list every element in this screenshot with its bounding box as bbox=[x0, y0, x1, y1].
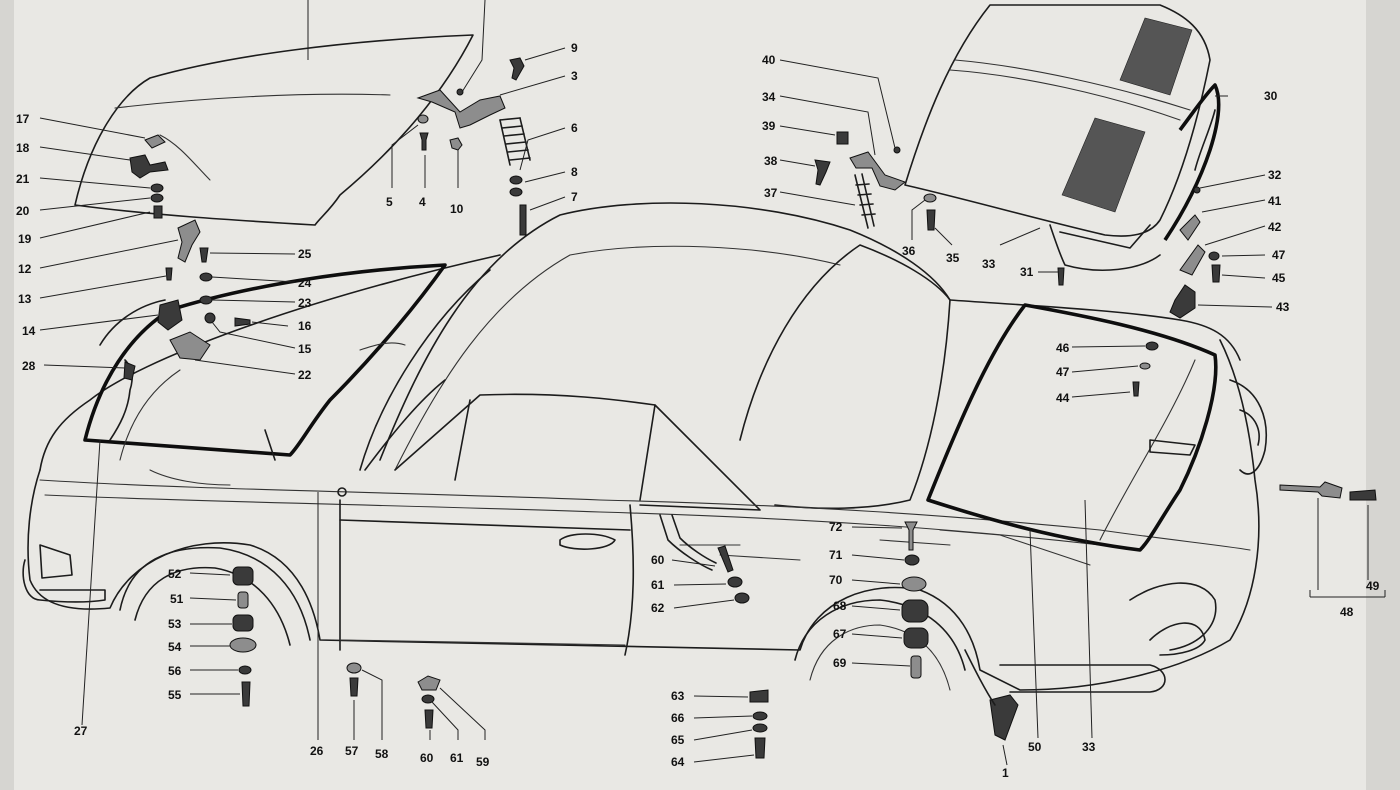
callout-54: 54 bbox=[168, 640, 182, 654]
callout-26: 26 bbox=[310, 744, 324, 758]
callout-23: 23 bbox=[298, 296, 312, 310]
hardware-parts bbox=[99, 57, 1386, 759]
callout-4: 4 bbox=[419, 195, 426, 209]
callout-46: 46 bbox=[1056, 341, 1070, 355]
page-edge-left bbox=[0, 0, 14, 790]
page-edge-right bbox=[1366, 0, 1400, 790]
callout-36: 36 bbox=[902, 244, 916, 258]
callout-3: 3 bbox=[571, 69, 578, 83]
callout-32: 32 bbox=[1268, 168, 1282, 182]
callout-68: 68 bbox=[833, 599, 847, 613]
callout-22: 22 bbox=[298, 368, 312, 382]
callout-38: 38 bbox=[764, 154, 778, 168]
callout-55: 55 bbox=[168, 688, 182, 702]
callout-12: 12 bbox=[18, 262, 32, 276]
callout-10: 10 bbox=[450, 202, 464, 216]
callout-47: 47 bbox=[1056, 365, 1070, 379]
callout-31: 31 bbox=[1020, 265, 1034, 279]
callout-50: 50 bbox=[1028, 740, 1042, 754]
callout-51: 51 bbox=[170, 592, 184, 606]
callout-44: 44 bbox=[1056, 391, 1070, 405]
callout-69: 69 bbox=[833, 656, 847, 670]
callout-9: 9 bbox=[571, 41, 578, 55]
callout-60-right: 60 bbox=[651, 553, 665, 567]
callout-67: 67 bbox=[833, 627, 847, 641]
leader-lines bbox=[39, 0, 1273, 766]
callout-49: 49 bbox=[1366, 579, 1380, 593]
callout-65: 65 bbox=[671, 733, 685, 747]
callout-16: 16 bbox=[298, 319, 312, 333]
callout-62: 62 bbox=[651, 601, 665, 615]
callout-numbers: 9 3 6 8 7 5 4 10 17 18 21 20 19 12 13 14… bbox=[16, 41, 1380, 780]
callout-71: 71 bbox=[829, 548, 843, 562]
callout-37: 37 bbox=[764, 186, 778, 200]
callout-58: 58 bbox=[375, 747, 389, 761]
callout-64: 64 bbox=[671, 755, 685, 769]
callout-43: 43 bbox=[1276, 300, 1290, 314]
callout-35: 35 bbox=[946, 251, 960, 265]
callout-57: 57 bbox=[345, 744, 359, 758]
callout-72: 72 bbox=[829, 520, 843, 534]
engine-lid-panel bbox=[904, 4, 1221, 271]
callout-33-top: 33 bbox=[982, 257, 996, 271]
callout-15: 15 bbox=[298, 342, 312, 356]
callout-61-left: 61 bbox=[450, 751, 464, 765]
callout-56: 56 bbox=[168, 664, 182, 678]
callout-25: 25 bbox=[298, 247, 312, 261]
callout-28: 28 bbox=[22, 359, 36, 373]
car-body-outline bbox=[22, 202, 1267, 693]
front-hood-panel bbox=[74, 34, 474, 226]
callout-33-bottom: 33 bbox=[1082, 740, 1096, 754]
callout-61-right: 61 bbox=[651, 578, 665, 592]
callout-40: 40 bbox=[762, 53, 776, 67]
callout-8: 8 bbox=[571, 165, 578, 179]
callout-6: 6 bbox=[571, 121, 578, 135]
callout-7: 7 bbox=[571, 190, 578, 204]
callout-14: 14 bbox=[22, 324, 36, 338]
callout-42: 42 bbox=[1268, 220, 1282, 234]
callout-45: 45 bbox=[1272, 271, 1286, 285]
callout-24: 24 bbox=[298, 276, 312, 290]
callout-34: 34 bbox=[762, 90, 776, 104]
callout-53: 53 bbox=[168, 617, 182, 631]
callout-20: 20 bbox=[16, 204, 30, 218]
callout-1: 1 bbox=[1002, 766, 1009, 780]
callout-39: 39 bbox=[762, 119, 776, 133]
callout-52: 52 bbox=[168, 567, 182, 581]
callout-13: 13 bbox=[18, 292, 32, 306]
callout-27: 27 bbox=[74, 724, 88, 738]
callout-5: 5 bbox=[386, 195, 393, 209]
callout-17: 17 bbox=[16, 112, 30, 126]
callout-59: 59 bbox=[476, 755, 490, 769]
callout-19: 19 bbox=[18, 232, 32, 246]
callout-60-left: 60 bbox=[420, 751, 434, 765]
callout-70: 70 bbox=[829, 573, 843, 587]
callout-18: 18 bbox=[16, 141, 30, 155]
callout-63: 63 bbox=[671, 689, 685, 703]
callout-47-top: 47 bbox=[1272, 248, 1286, 262]
callout-30: 30 bbox=[1264, 89, 1278, 103]
callout-41: 41 bbox=[1268, 194, 1282, 208]
callout-48: 48 bbox=[1340, 605, 1354, 619]
callout-21: 21 bbox=[16, 172, 30, 186]
callout-66: 66 bbox=[671, 711, 685, 725]
